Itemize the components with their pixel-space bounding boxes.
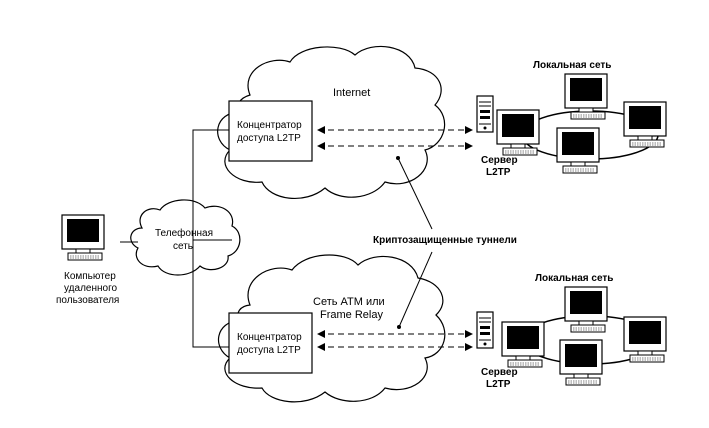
top-lan-pc3-icon [556, 127, 600, 174]
tunnels-label: Криптозащищенные туннели [373, 235, 517, 246]
top-server-label-line1: Сервер [481, 155, 518, 166]
bottom-concentrator-line1: Концентратор [237, 332, 302, 343]
remote-user-line1: Компьютер [64, 271, 116, 282]
top-concentrator-box [228, 100, 313, 162]
phone-network-line2: сеть [173, 241, 193, 252]
internet-label: Internet [333, 87, 370, 99]
top-server-label-line2: L2TP [486, 167, 511, 178]
bottom-concentrator-line2: доступа L2TP [237, 345, 301, 356]
top-lan-pc1-icon [564, 73, 608, 120]
tunnel-pointer-top-dot [396, 156, 400, 160]
top-lan-label: Локальная сеть [533, 60, 611, 71]
bottom-server-tower-icon [476, 311, 494, 349]
remote-user-computer-icon [61, 214, 105, 261]
remote-user-line3: пользователя [56, 295, 119, 306]
top-lan [476, 73, 667, 174]
tunnel-pointer-bottom-dot [397, 325, 401, 329]
top-concentrator-line1: Концентратор [237, 120, 302, 131]
bottom-lan-label: Локальная сеть [535, 273, 613, 284]
remote-user-line2: удаленного [64, 283, 117, 294]
atm-label-line1: Сеть АТМ или [313, 296, 385, 308]
link-phone-to-bottom-concentrator [192, 240, 229, 348]
bottom-lan-pc1-icon [564, 286, 608, 333]
phone-network-line1: Телефонная [155, 227, 213, 239]
tunnel-pointer-top [397, 157, 433, 230]
link-phone-to-top-concentrator [192, 129, 232, 241]
tunnel-pointer-bottom [398, 251, 433, 328]
atm-label-line2: Frame Relay [320, 309, 383, 321]
top-server-pc-icon [496, 109, 540, 156]
bottom-server-pc-icon [501, 321, 545, 368]
bottom-lan-pc3-icon [559, 339, 603, 386]
bottom-server-label-line2: L2TP [486, 379, 511, 390]
bottom-concentrator-box [228, 312, 313, 374]
top-lan-pc2-icon [623, 101, 667, 148]
top-server-tower-icon [476, 95, 494, 133]
top-concentrator-line2: доступа L2TP [237, 133, 301, 144]
bottom-server-label-line1: Сервер [481, 367, 518, 378]
bottom-lan-pc2-icon [623, 316, 667, 363]
phone-network-cloud [130, 199, 241, 276]
bottom-lan [476, 286, 667, 386]
